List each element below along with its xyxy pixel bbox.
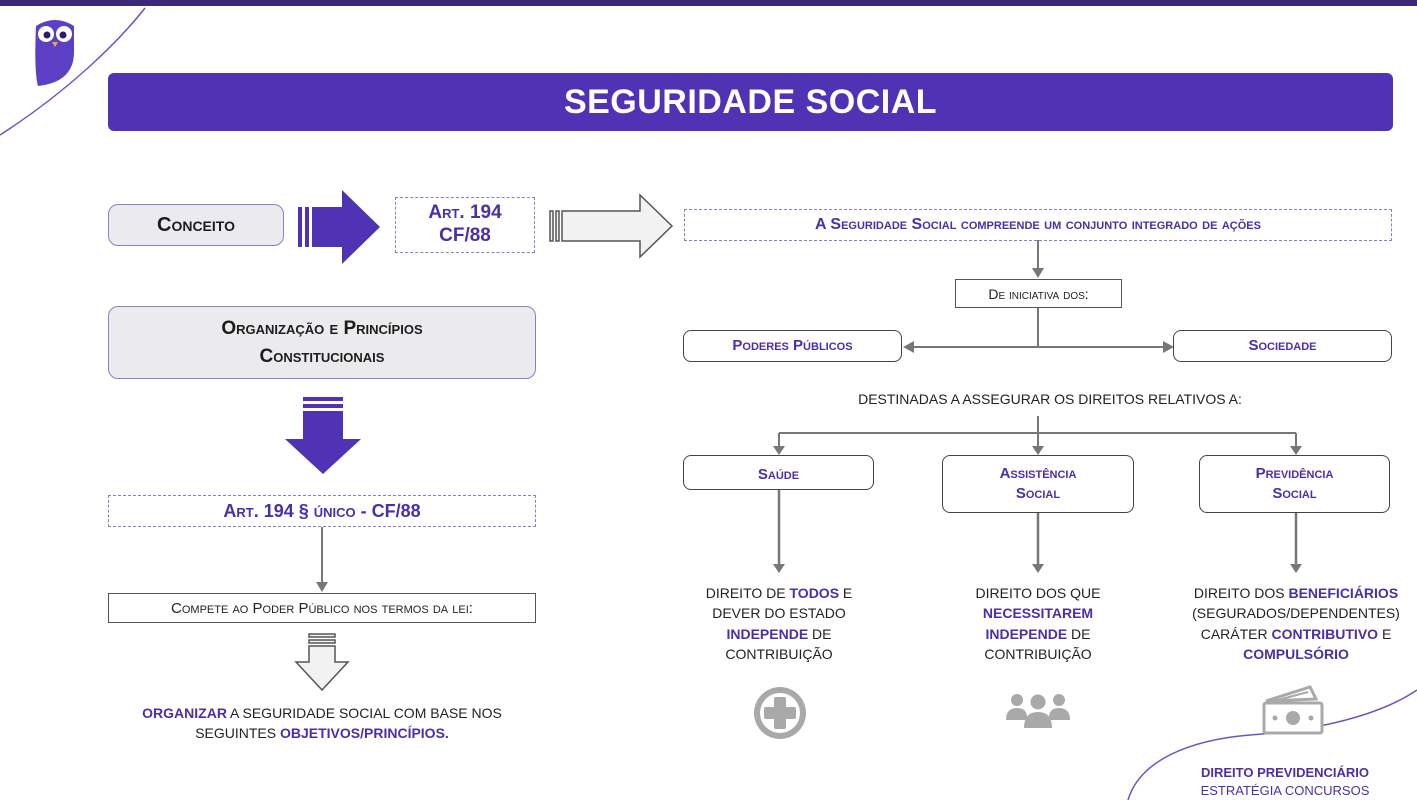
seguintes-text: SEGUINTES — [195, 725, 280, 742]
saude-label: Saúde — [757, 466, 800, 483]
art194-box: Art. 194 CF/88 — [395, 197, 535, 253]
page-title: SEGURIDADE SOCIAL — [563, 82, 938, 121]
sociedade-label: Sociedade — [1248, 336, 1317, 354]
art194-label: Art. 194 — [428, 202, 502, 224]
sociedade-box: Sociedade — [1173, 330, 1392, 362]
organizacao-line1: Organização e Princípios — [221, 317, 423, 339]
arrow-down-outline-icon — [294, 633, 350, 692]
compete-label: Compete ao Poder Público nos termos da l… — [171, 599, 473, 617]
destinadas-label: DESTINADAS A ASSEGURAR OS DIREITOS RELAT… — [858, 391, 1242, 407]
footer-brand: DIREITO PREVIDENCIÁRIO ESTRATÉGIA CONCUR… — [1185, 764, 1385, 799]
saude-desc-text: DE — [808, 625, 832, 642]
organizar-rest: A SEGURIDADE SOCIAL COM BASE NOS — [226, 705, 502, 721]
art194-unico-label: Art. 194 § único - CF/88 — [223, 500, 421, 521]
organizar-bold: ORGANIZAR — [142, 705, 227, 721]
assistencia-desc-contribuicao: CONTRIBUIÇÃO — [984, 645, 1092, 662]
conceito-box: Conceito — [108, 204, 284, 246]
assistencia-desc-text: DIREITO DOS QUE — [975, 585, 1101, 601]
saude-desc-text: DIREITO DE — [705, 585, 790, 601]
previdencia-desc-segurados: (SEGURADOS/DEPENDENTES) — [1192, 605, 1400, 622]
health-cross-icon — [754, 687, 806, 739]
conceito-label: Conceito — [157, 213, 235, 236]
saude-desc-dever: DEVER DO ESTADO — [712, 605, 846, 622]
definicao-label: A Seguridade Social compreende um conjun… — [815, 216, 1261, 233]
people-group-icon — [1006, 694, 1070, 728]
art194-unico-box: Art. 194 § único - CF/88 — [108, 495, 536, 527]
owl-logo-icon — [35, 20, 74, 86]
iniciativa-label: De iniciativa dos: — [988, 285, 1089, 302]
objetivos-bold: OBJETIVOS/PRINCÍPIOS. — [279, 725, 449, 742]
previdencia-line1: Previdência — [1255, 464, 1334, 482]
previdencia-desc-text: CARÁTER — [1200, 625, 1272, 642]
assistencia-line1: Assistência — [999, 464, 1077, 482]
footer-line2: ESTRATÉGIA CONCURSOS — [1200, 782, 1370, 798]
title-banner: SEGURIDADE SOCIAL — [108, 73, 1393, 131]
footer-line1: DIREITO PREVIDENCIÁRIO — [1200, 765, 1370, 780]
saude-desc-contribuicao: CONTRIBUIÇÃO — [725, 645, 833, 662]
definicao-box: A Seguridade Social compreende um conjun… — [684, 209, 1392, 241]
arrow-right-outline-icon — [549, 193, 674, 259]
saude-box: Saúde — [683, 455, 874, 490]
iniciativa-box: De iniciativa dos: — [955, 279, 1122, 308]
organizacao-box: Organização e Princípios Constitucionais — [108, 306, 536, 379]
previdencia-desc-contributivo: CONTRIBUTIVO — [1271, 625, 1379, 642]
arrow-right-icon — [298, 190, 380, 264]
assistencia-desc-independe: INDEPENDE — [985, 625, 1068, 642]
previdencia-description: DIREITO DOS BENEFICIÁRIOS (SEGURADOS/DEP… — [1181, 583, 1411, 664]
assistencia-desc-necessitarem: NECESSITAREM — [982, 605, 1094, 622]
saude-desc-todos: TODOS — [789, 585, 840, 601]
previdencia-desc-beneficiarios: BENEFICIÁRIOS — [1288, 585, 1399, 601]
destinadas-text: DESTINADAS A ASSEGURAR OS DIREITOS RELAT… — [760, 391, 1340, 407]
money-icon — [1262, 685, 1324, 735]
poderes-publicos-label: Poderes Públicos — [732, 336, 853, 354]
previdencia-desc-text: DIREITO DOS — [1193, 585, 1289, 601]
assistencia-line2: Social — [1015, 485, 1061, 502]
art194-source: CF/88 — [439, 225, 491, 246]
previdencia-desc-compulsorio: COMPULSÓRIO — [1243, 645, 1349, 662]
organizacao-line2: Constitucionais — [259, 345, 385, 367]
assistencia-desc-text: DE — [1067, 625, 1091, 642]
arrow-down-icon — [285, 397, 361, 474]
previdencia-box: Previdência Social — [1199, 455, 1390, 513]
saude-desc-independe: INDEPENDE — [726, 625, 809, 642]
compete-box: Compete ao Poder Público nos termos da l… — [108, 593, 536, 623]
assistencia-box: Assistência Social — [942, 455, 1134, 513]
previdencia-desc-text: E — [1378, 625, 1392, 642]
assistencia-description: DIREITO DOS QUE NECESSITAREM INDEPENDE D… — [938, 583, 1138, 664]
poderes-publicos-box: Poderes Públicos — [683, 330, 902, 362]
saude-description: DIREITO DE TODOS E DEVER DO ESTADO INDEP… — [679, 583, 879, 664]
previdencia-line2: Social — [1272, 485, 1317, 502]
top-bar — [0, 0, 1417, 6]
saude-desc-text: E — [839, 585, 853, 601]
organizar-text: ORGANIZAR A SEGURIDADE SOCIAL COM BASE N… — [100, 703, 544, 744]
